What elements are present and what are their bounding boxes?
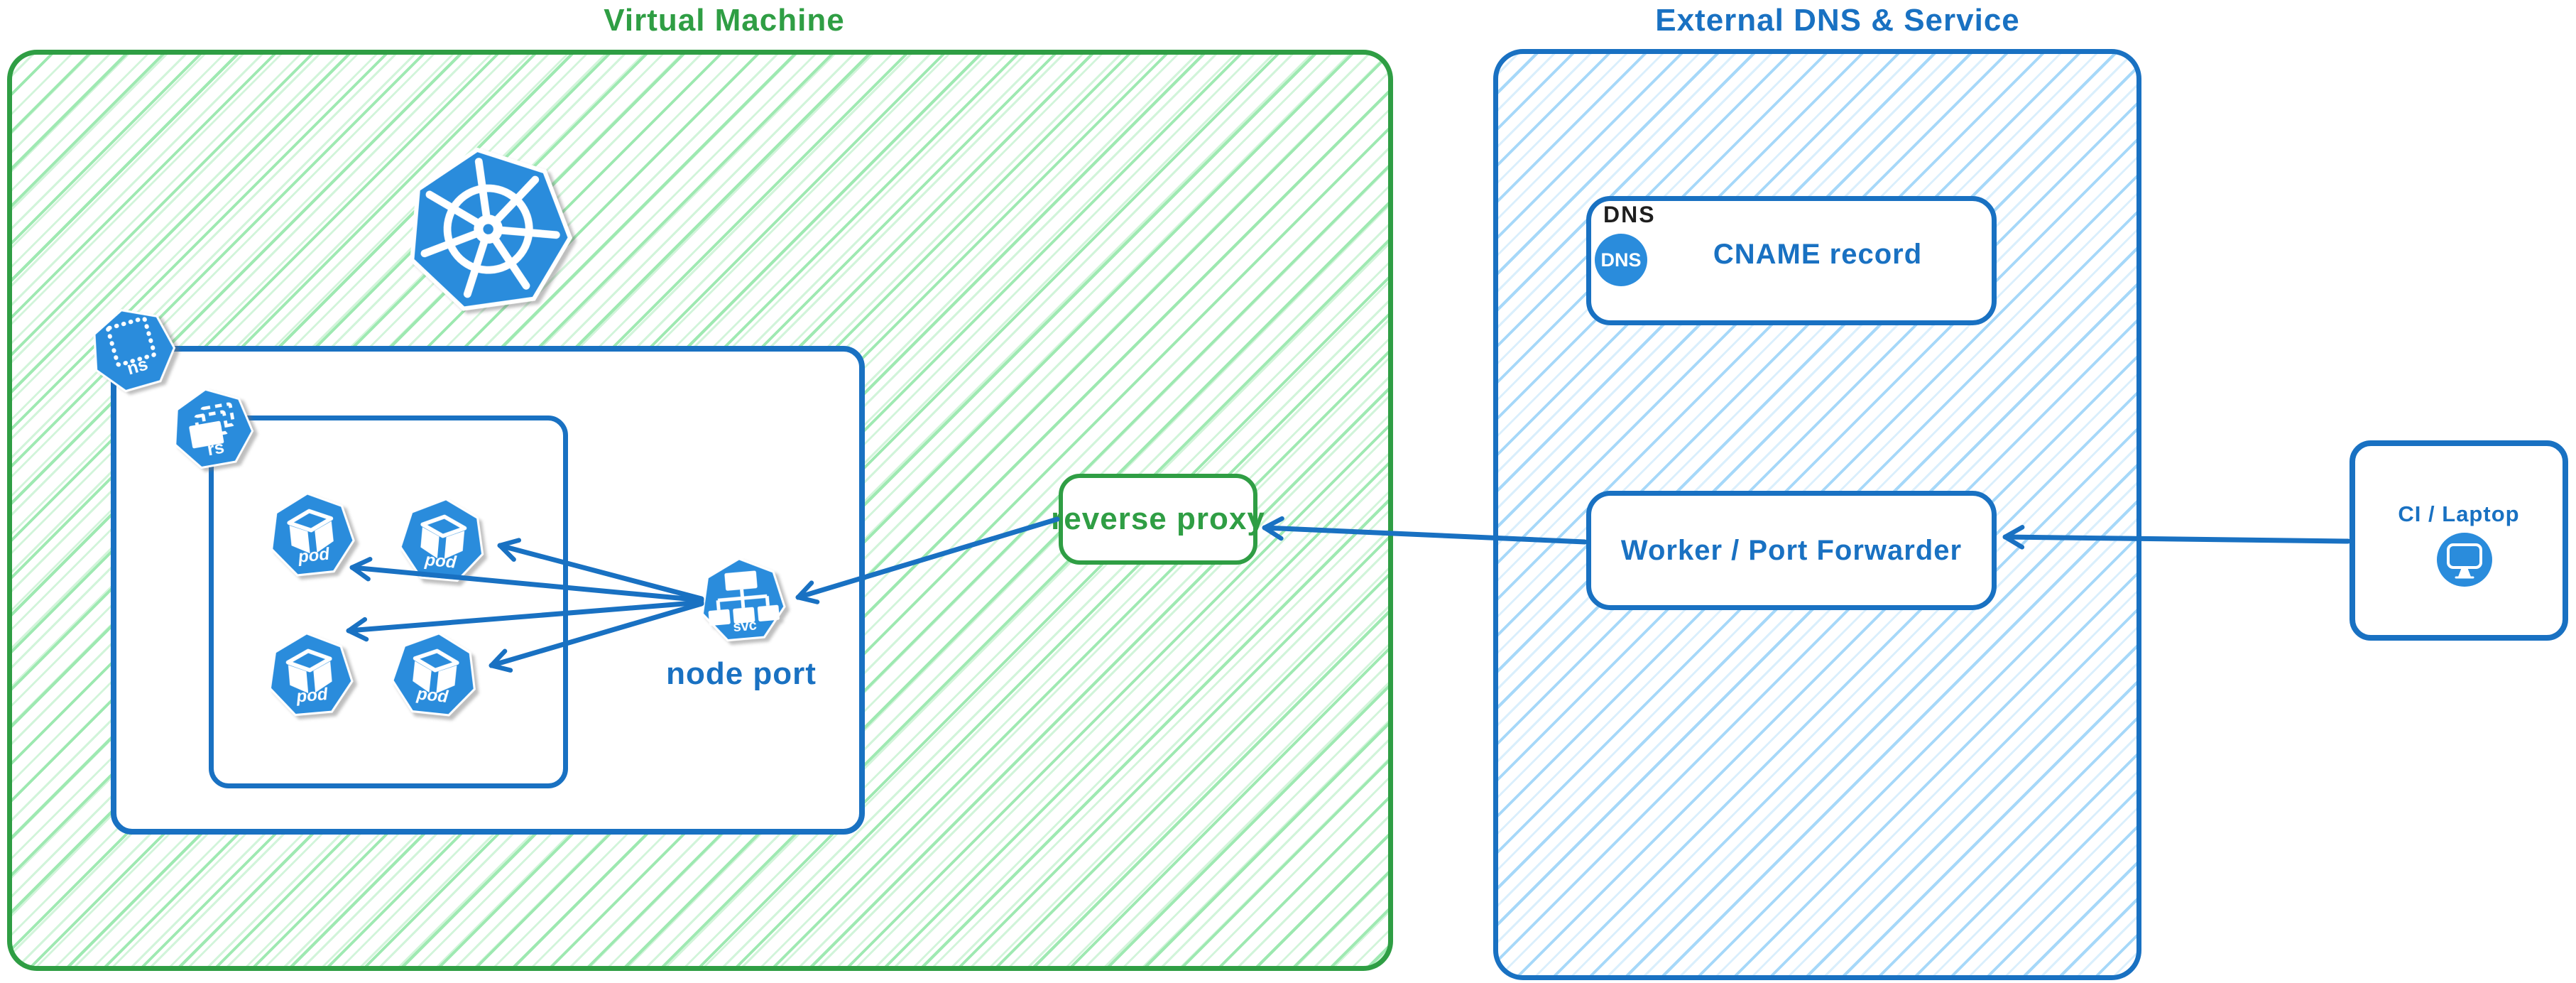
worker-port-forwarder-box: Worker / Port Forwarder [1586, 491, 1997, 610]
dns-icon-label: DNS [1600, 249, 1642, 271]
reverse-proxy-box: reverse proxy [1051, 474, 1265, 565]
ci-laptop-box [2349, 440, 2568, 641]
ci-laptop-label: CI / Laptop [2398, 501, 2520, 526]
pod-icon: pod [263, 487, 360, 584]
dns-icon: DNS [1595, 234, 1647, 286]
virtual-machine-title: Virtual Machine [604, 3, 845, 38]
kubernetes-logo-icon [392, 134, 584, 327]
pod-icon: pod [386, 627, 483, 724]
reverse-proxy-label: reverse proxy [1051, 501, 1265, 536]
cname-record-label: CNAME record [1713, 239, 1923, 270]
node-port-label: node port [666, 656, 817, 691]
namespace-icon: ns [80, 297, 187, 404]
replicaset-icon: rs [164, 381, 261, 478]
worker-port-forwarder-label: Worker / Port Forwarder [1620, 534, 1963, 566]
pod-icon: pod [263, 628, 358, 723]
external-dns-service-title: External DNS & Service [1655, 3, 2020, 38]
monitor-icon [2437, 533, 2492, 587]
cname-record-box [1586, 196, 1997, 325]
service-icon: svc [695, 553, 790, 648]
pod-icon: pod [395, 494, 490, 589]
replicaset-box [209, 416, 568, 788]
dns-section-label: DNS [1603, 202, 1656, 227]
